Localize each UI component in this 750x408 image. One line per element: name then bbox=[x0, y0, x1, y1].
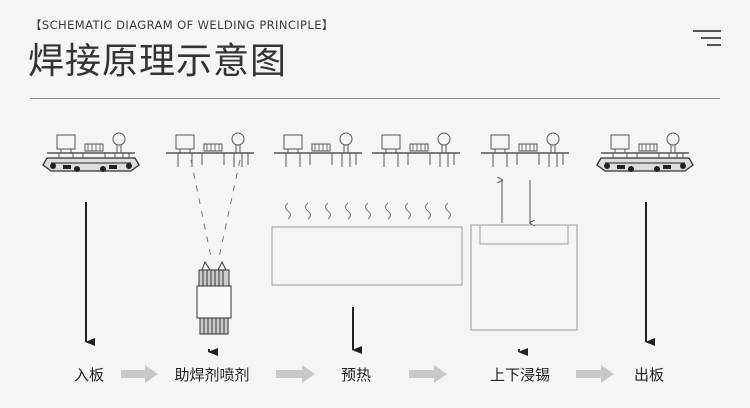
preheat-zone bbox=[271, 226, 463, 286]
page-title: 焊接原理示意图 bbox=[28, 41, 288, 82]
pcb-carrier-out bbox=[597, 133, 693, 172]
step-label-board-out: 出板 bbox=[633, 366, 665, 384]
flow-arrow-1 bbox=[121, 365, 158, 383]
pcb-preheat bbox=[273, 132, 461, 168]
flux-spray-cone bbox=[190, 159, 241, 263]
flow-arrow-2 bbox=[276, 365, 315, 383]
flow-arrow-4 bbox=[576, 365, 614, 383]
menu-icon[interactable] bbox=[693, 30, 721, 46]
step-label-board-in: 入板 bbox=[73, 366, 105, 384]
step-label-tin-dip: 上下浸锡 bbox=[489, 366, 551, 384]
pcb-flux bbox=[165, 132, 255, 168]
pcb-tin-dip bbox=[480, 132, 570, 168]
flux-nozzle bbox=[196, 260, 232, 335]
step-label-flux-spray: 助焊剂喷剂 bbox=[174, 366, 250, 384]
solder-bath bbox=[470, 224, 578, 331]
flow-arrow-3 bbox=[409, 365, 447, 383]
heat-waves bbox=[285, 202, 451, 220]
step-label-preheat: 预热 bbox=[340, 366, 372, 384]
pcb-carrier-in bbox=[43, 133, 139, 172]
flow-arrows bbox=[121, 365, 614, 383]
diagram-subtitle: 【SCHEMATIC DIAGRAM OF WELDING PRINCIPLE】 bbox=[30, 18, 334, 32]
header-divider bbox=[30, 98, 720, 99]
